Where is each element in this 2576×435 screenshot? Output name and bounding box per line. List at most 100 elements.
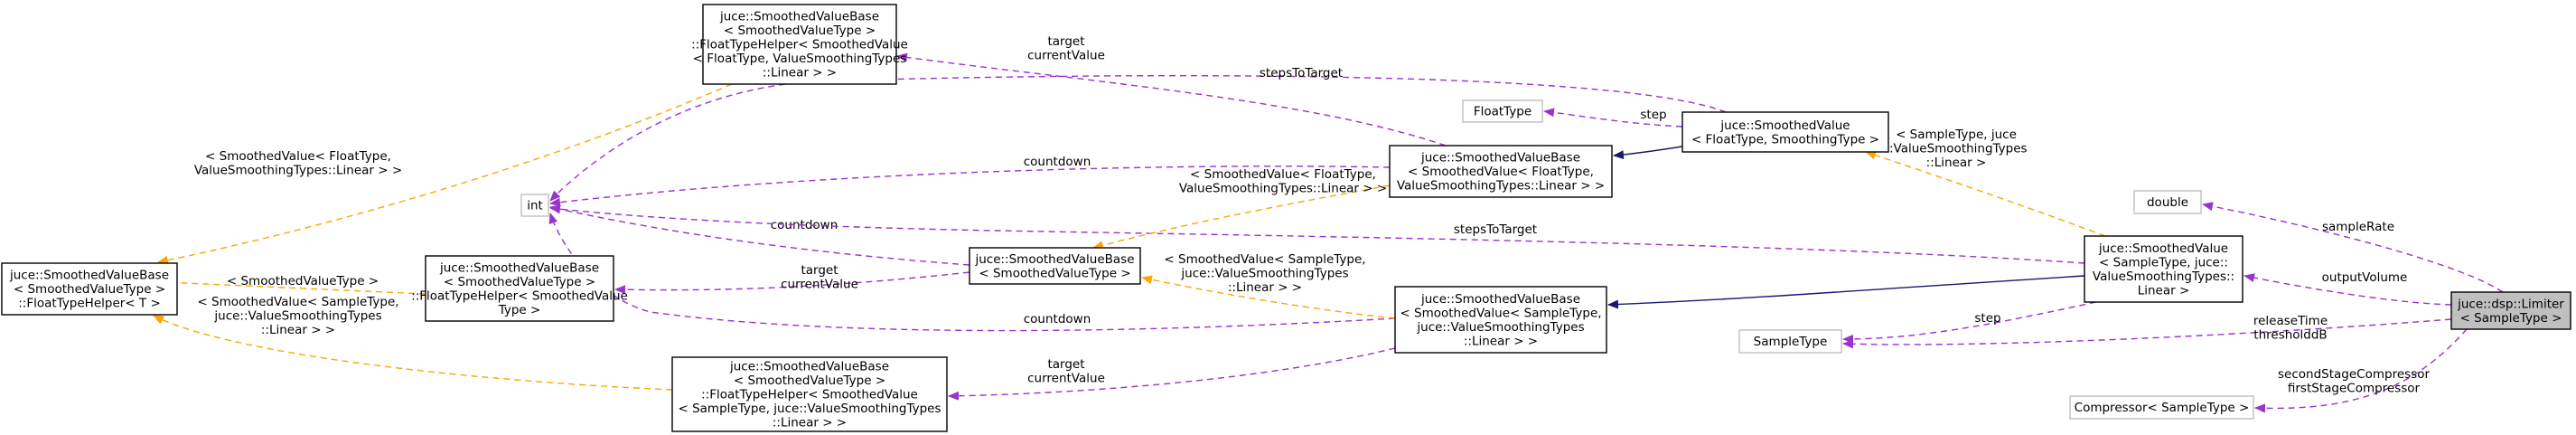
class-name: double <box>2147 195 2188 210</box>
edge-label-line: target <box>801 263 838 278</box>
edge-label-line: < SmoothedValueType > <box>227 274 379 288</box>
edge-label-line: ValueSmoothingTypes::Linear > > <box>194 164 402 178</box>
edge-label: < SmoothedValue< SampleType,juce::ValueS… <box>1164 252 1365 295</box>
edge-line <box>1543 108 1683 128</box>
class-node-comp[interactable]: Compressor< SampleType > <box>2069 395 2254 420</box>
class-name-line: < SampleType > <box>2460 311 2562 326</box>
class-node-sv-fs[interactable]: juce::SmoothedValue< FloatType, Smoothin… <box>1681 111 1889 153</box>
edge-label-line: ::Linear > <box>1926 156 1987 170</box>
class-node-fth-sl[interactable]: juce::SmoothedValueBase< SmoothedValueTy… <box>671 356 948 432</box>
class-node-fth-t[interactable]: juce::SmoothedValueBase< SmoothedValueTy… <box>1 262 178 316</box>
edge-label: < SmoothedValue< FloatType,ValueSmoothin… <box>1179 167 1387 196</box>
class-name-line: juce::SmoothedValue <box>2098 241 2228 256</box>
edge-line <box>153 315 673 391</box>
class-node-svb-sl[interactable]: juce::SmoothedValueBase< SmoothedValue< … <box>1394 286 1607 354</box>
edge-line <box>164 278 426 295</box>
class-name-line: < FloatType, ValueSmoothingTypes <box>693 52 907 66</box>
class-name-line: ::Linear > > <box>773 416 847 430</box>
edge-line <box>549 204 970 266</box>
class-name: juce::SmoothedValueBase< SmoothedValueTy… <box>678 360 941 430</box>
class-name-line: ::FloatTypeHelper< SmoothedValue <box>411 288 628 303</box>
edge-line <box>157 83 733 265</box>
class-name-line: < SmoothedValueType > <box>979 266 1130 280</box>
edge-label-line: sampleRate <box>2322 220 2394 234</box>
class-box <box>2069 395 2254 420</box>
class-name-line: < SmoothedValueType > <box>734 374 885 388</box>
edge-svbsvt-svbfl: < SmoothedValue< FloatType,ValueSmoothin… <box>1092 167 1391 250</box>
edge-label-line: currentValue <box>1027 372 1105 386</box>
edge-label-line: step <box>1640 108 1666 122</box>
edge-ft-svfs: step <box>1543 108 1683 128</box>
class-name-line: < FloatType, SmoothingType > <box>1691 132 1879 147</box>
class-node-svb-fl[interactable]: juce::SmoothedValueBase< SmoothedValue< … <box>1389 145 1613 198</box>
edge-line <box>549 204 2085 264</box>
class-node-fth-fl[interactable]: juce::SmoothedValueBase< SmoothedValueTy… <box>691 4 908 85</box>
class-name-line: FloatType <box>1474 105 1532 119</box>
edge-label-line: countdown <box>1024 155 1091 169</box>
class-node-svb-svt[interactable]: juce::SmoothedValueBase< SmoothedValueTy… <box>969 247 1141 285</box>
class-box <box>2450 291 2571 330</box>
class-name-line: juce::SmoothedValueBase <box>729 360 889 374</box>
edge-st-svsl: step <box>1842 301 2097 344</box>
edge-int-svbfl: countdown <box>549 155 1391 207</box>
class-name-line: juce::SmoothedValueBase <box>1420 292 1580 307</box>
class-box <box>1394 286 1607 354</box>
edge-int-svfs: stepsToTarget <box>549 66 1727 202</box>
class-box <box>702 4 897 85</box>
edge-svbsvt-svbsl: < SmoothedValue< SampleType,juce::ValueS… <box>1141 252 1396 319</box>
class-name-line: juce::SmoothedValueBase <box>439 260 599 275</box>
edge-label-line: firstStageCompressor <box>2288 382 2421 396</box>
class-box <box>2133 190 2202 214</box>
class-name: juce::SmoothedValueBase< SmoothedValue< … <box>1400 292 1601 349</box>
class-box <box>425 255 614 322</box>
class-name: Compressor< SampleType > <box>2075 401 2250 415</box>
class-node-sampletype[interactable]: SampleType <box>1738 329 1842 354</box>
edge-line <box>549 165 1391 207</box>
class-node-fth-svt[interactable]: juce::SmoothedValueBase< SmoothedValueTy… <box>411 255 628 322</box>
class-node-double[interactable]: double <box>2133 190 2202 214</box>
edge-label-line: outputVolume <box>2322 270 2408 285</box>
class-box <box>520 194 549 217</box>
class-name: SampleType <box>1754 335 1828 349</box>
edge-label-line: ::Linear > > <box>1228 280 1302 295</box>
edge-label: stepsToTarget <box>1260 66 1343 80</box>
class-name: juce::SmoothedValueBase< SmoothedValueTy… <box>974 252 1134 281</box>
class-name-line: Compressor< SampleType > <box>2075 401 2250 415</box>
class-node-floattype[interactable]: FloatType <box>1462 99 1543 123</box>
class-name-line: juce::SmoothedValueBase <box>719 10 879 24</box>
edge-label: < SmoothedValue< SampleType,juce::ValueS… <box>197 295 398 337</box>
class-name-line: juce::SmoothedValueBase <box>9 269 169 283</box>
edge-svfs-svsl: < SampleType, juce::ValueSmoothingTypes:… <box>1865 128 2106 237</box>
edge-line <box>614 271 970 295</box>
edge-line <box>2254 328 2468 413</box>
class-node-int[interactable]: int <box>520 194 549 217</box>
class-name-line: ::FloatTypeHelper< SmoothedValue <box>691 38 908 52</box>
edge-label-line: currentValue <box>1027 49 1105 63</box>
class-node-limiter[interactable]: juce::dsp::Limiter< SampleType > <box>2450 291 2571 330</box>
edge-label: stepsToTarget <box>1454 222 1537 237</box>
edge-double-lim: sampleRate <box>2202 202 2504 293</box>
class-name-line: < SmoothedValue< FloatType, <box>1408 165 1594 179</box>
class-box <box>1389 145 1613 198</box>
class-name: FloatType <box>1474 105 1532 119</box>
class-name-line: < SmoothedValue< SampleType, <box>1400 306 1601 320</box>
edge-label-line: ::Linear > > <box>261 323 335 337</box>
edge-label-line: step <box>1974 311 2000 326</box>
class-name-line: Type > <box>498 303 541 317</box>
edge-line <box>1141 275 1396 319</box>
edge-label-line: stepsToTarget <box>1260 66 1343 80</box>
edge-line <box>2243 273 2452 306</box>
edge-label: step <box>1974 311 2000 326</box>
class-node-sv-sl[interactable]: juce::SmoothedValue< SampleType, juce::V… <box>2084 235 2243 303</box>
edge-label: step <box>1640 108 1666 122</box>
edge-label-line: releaseTime <box>2253 314 2328 328</box>
edge-label-line: ValueSmoothingTypes::Linear > > <box>1179 182 1387 196</box>
class-name-line: < SampleType, juce::ValueSmoothingTypes <box>678 402 941 416</box>
class-name: juce::SmoothedValueBase< SmoothedValueTy… <box>9 269 169 311</box>
